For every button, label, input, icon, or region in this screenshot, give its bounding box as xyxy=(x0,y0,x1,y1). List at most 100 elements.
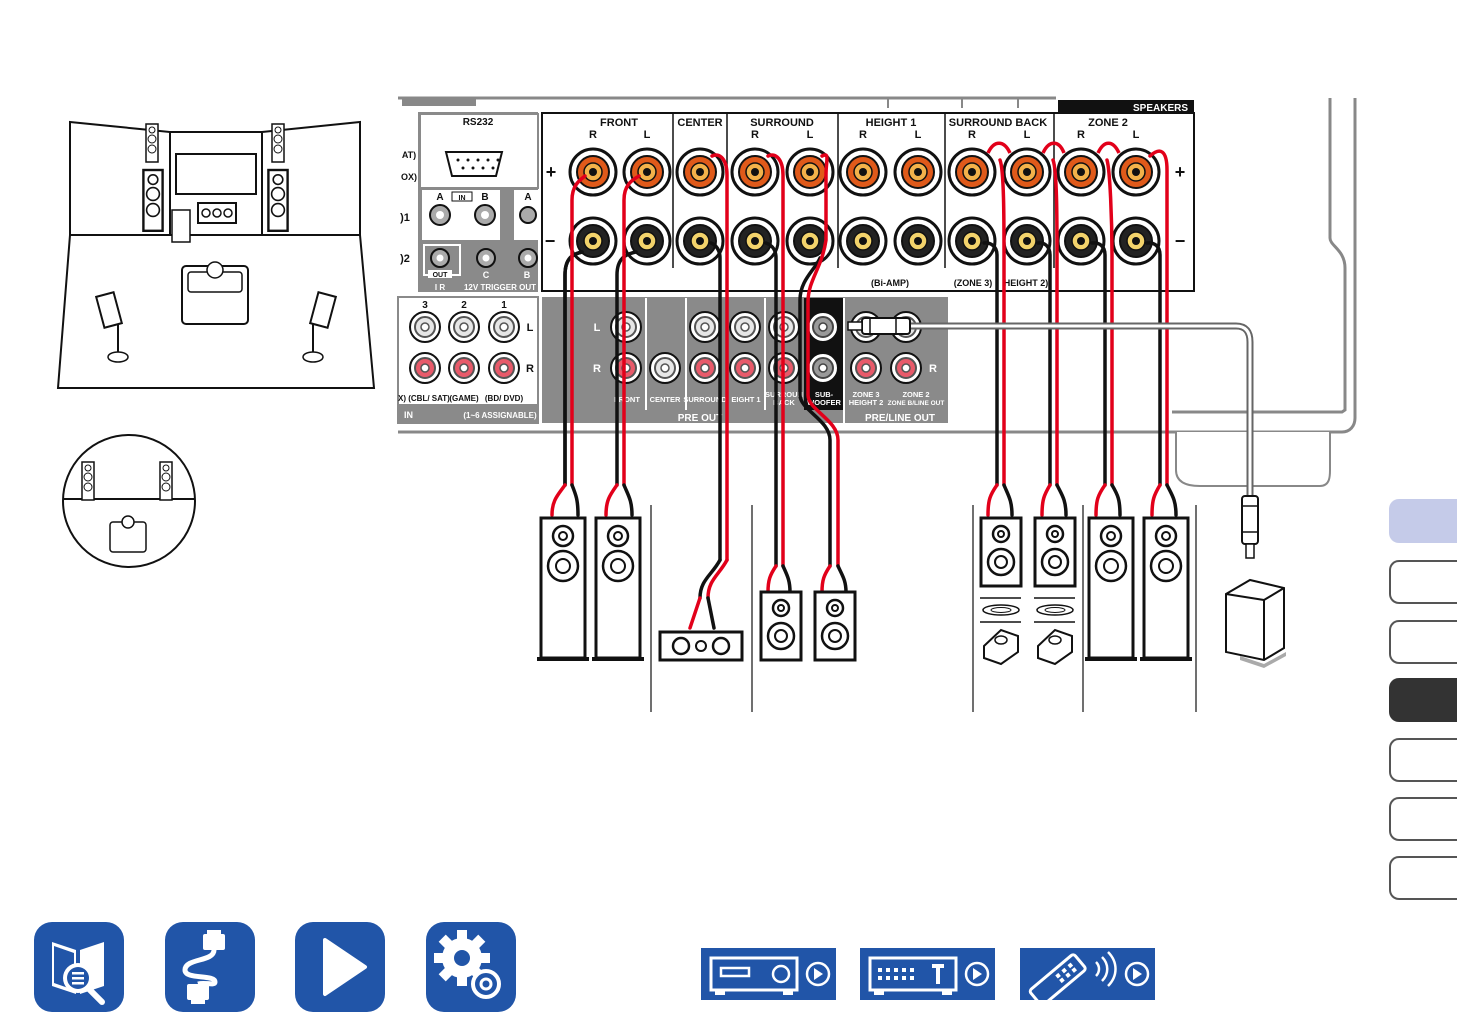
ir-label: I R xyxy=(435,283,445,292)
plus-label-right: + xyxy=(1175,162,1186,182)
side-tab-4[interactable] xyxy=(1389,678,1457,722)
setup-button[interactable] xyxy=(426,922,516,1012)
remote-button[interactable] xyxy=(1020,948,1155,1000)
input-l-label: L xyxy=(527,322,534,334)
ir-in-label: IN xyxy=(459,195,466,202)
speaker-cables xyxy=(550,149,1178,630)
subwoofer xyxy=(1225,578,1286,668)
left-edge-at-label: AT) xyxy=(402,150,416,160)
connections-button[interactable] xyxy=(165,922,255,1012)
zone2-r-label: R xyxy=(1077,129,1085,141)
surround-r-label: R xyxy=(751,129,759,141)
assignable-label: (1~6 ASSIGNABLE) xyxy=(463,411,537,420)
ir-out-label: OUT xyxy=(433,272,449,279)
front-terminal-label: FRONT xyxy=(600,117,638,129)
speaker-surround-right xyxy=(759,590,803,662)
speaker-center xyxy=(658,630,744,662)
minus-label-right: − xyxy=(1175,231,1186,251)
connections-icon xyxy=(182,930,225,1004)
pre-out-r-label: R xyxy=(593,363,601,375)
side-tab-5[interactable] xyxy=(1389,738,1457,782)
zone3-note: (ZONE 3) xyxy=(954,278,993,288)
zone3-out-label-1: ZONE 3 xyxy=(852,390,879,399)
minus-label-left: − xyxy=(545,231,556,251)
speaker-front-left xyxy=(590,516,646,661)
pre-front-label: FRONT xyxy=(614,395,640,404)
left-edge-ox-label: OX) xyxy=(401,172,417,182)
subwoofer-label-1: SUB- xyxy=(815,390,834,399)
height1-r-label: R xyxy=(859,129,867,141)
ir-in-a-label: A xyxy=(436,192,443,203)
speaker-zone2-left xyxy=(1138,516,1194,661)
surround-back-r-label: R xyxy=(968,129,976,141)
left-edge-1-label: )1 xyxy=(400,212,410,224)
height1-terminal-label: HEIGHT 1 xyxy=(866,117,917,129)
speaker-front-right xyxy=(535,516,591,661)
input-3-label: 3 xyxy=(422,300,428,311)
input-2-label: 2 xyxy=(461,300,467,311)
side-tab-7[interactable] xyxy=(1389,856,1457,900)
trigger-b-label: B xyxy=(524,270,531,280)
side-tab-3[interactable] xyxy=(1389,620,1457,664)
speaker-zone2-right xyxy=(1083,516,1139,661)
room-layout-illustration xyxy=(56,120,376,389)
height-speaker-inset-illustration xyxy=(62,434,196,568)
cbl-sat-label: X) (CBL/ SAT) xyxy=(398,394,450,403)
pre-height1-label: EIGHT 1 xyxy=(731,395,760,404)
trigger-c-label: C xyxy=(483,270,490,280)
side-tab-6[interactable] xyxy=(1389,797,1457,841)
edge-a-label: A xyxy=(524,192,531,203)
pre-out-label: PRE OUT xyxy=(678,413,722,424)
plus-label-left: + xyxy=(546,162,557,182)
play-icon xyxy=(323,938,367,996)
pre-out-l-label: L xyxy=(594,322,601,334)
contents-button[interactable] xyxy=(34,922,124,1012)
surround-l-label: L xyxy=(807,129,814,141)
front-r-label: R xyxy=(589,129,597,141)
rear-panel-icon xyxy=(868,956,990,995)
left-edge-2-label: )2 xyxy=(400,253,410,265)
zone3-out-label-2: HEIGHT 2 xyxy=(849,398,884,407)
speaker-surround-left xyxy=(813,590,857,662)
pre-center-label: CENTER xyxy=(650,395,681,404)
game-label: (GAME) xyxy=(449,394,479,403)
side-tab-1[interactable] xyxy=(1389,499,1457,543)
speaker-surround-back-left xyxy=(1033,516,1077,666)
side-tab-2[interactable] xyxy=(1389,560,1457,604)
remote-icon xyxy=(1028,951,1150,1000)
bi-amp-note: (Bi-AMP) xyxy=(871,278,909,288)
front-panel-button[interactable] xyxy=(701,948,836,1000)
speakers-title: SPEAKERS xyxy=(1133,103,1188,114)
zone2-l-label: L xyxy=(1133,129,1140,141)
zone-out-r-label: R xyxy=(929,363,937,375)
ir-in-b-label: B xyxy=(481,192,488,203)
pre-surround-label: SURROUND xyxy=(683,395,727,404)
pre-line-out-label: PRE/LINE OUT xyxy=(865,413,935,424)
playback-button[interactable] xyxy=(295,922,385,1012)
subwoofer-label-2: WOOFER xyxy=(807,398,841,407)
rs232-label: RS232 xyxy=(463,117,494,128)
input-r-label: R xyxy=(526,363,534,375)
gear-icon xyxy=(434,930,501,999)
speaker-surround-back-right xyxy=(979,516,1023,666)
receiver-rear-panel: RS232 A IN B A OUT C B I R 12V TRIGGER O… xyxy=(397,96,1362,487)
height1-l-label: L xyxy=(915,129,922,141)
front-l-label: L xyxy=(644,129,651,141)
center-terminal-label: CENTER xyxy=(677,117,722,129)
zone2-out-label-1: ZONE 2 xyxy=(902,390,929,399)
surround-back-terminal-label: SURROUND BACK xyxy=(949,117,1047,129)
trigger-out-label: 12V TRIGGER OUT xyxy=(464,283,536,292)
surround-terminal-label: SURROUND xyxy=(750,117,814,129)
subwoofer-cable xyxy=(847,317,1259,559)
rear-panel-button[interactable] xyxy=(860,948,995,1000)
input-1-label: 1 xyxy=(501,300,507,311)
front-panel-icon xyxy=(709,956,831,995)
contents-icon xyxy=(52,942,105,1005)
zone2-out-label-2: ZONE B/LINE OUT xyxy=(888,400,945,407)
in-label: IN xyxy=(404,410,413,420)
height2-note: HEIGHT 2) xyxy=(1004,278,1049,288)
group-separators xyxy=(650,505,1197,712)
zone2-terminal-label: ZONE 2 xyxy=(1088,117,1128,129)
surround-back-l-label: L xyxy=(1024,129,1031,141)
